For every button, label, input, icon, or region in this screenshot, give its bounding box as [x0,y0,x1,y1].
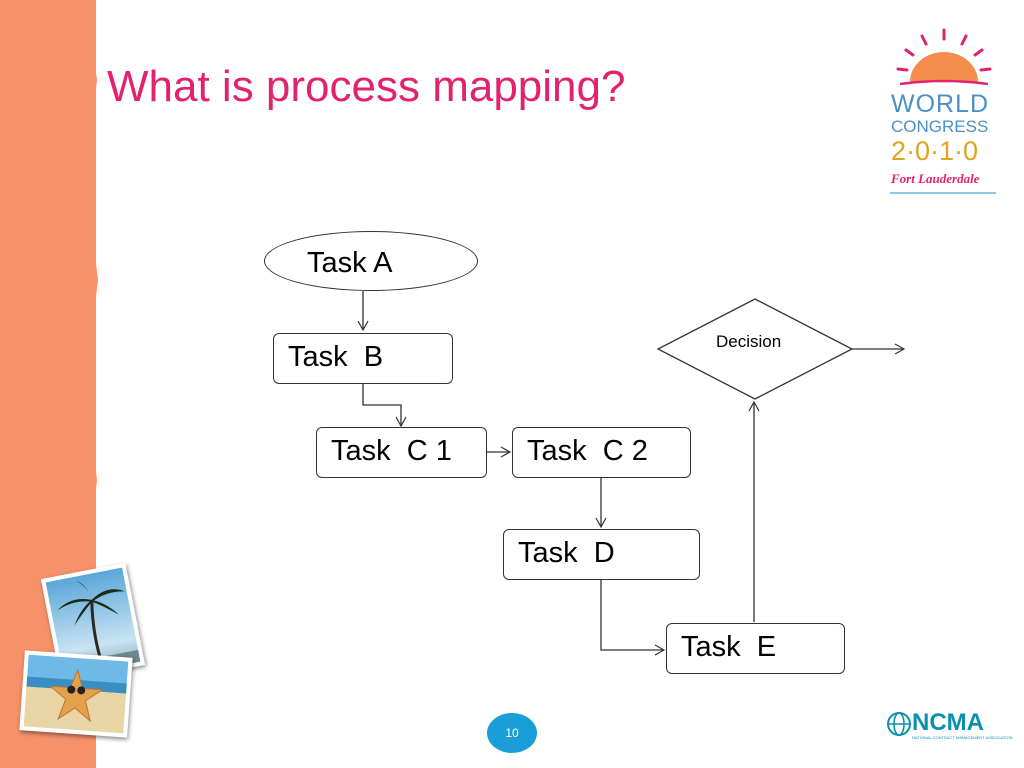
sun-logo-icon [896,28,992,86]
ncma-tagline: NATIONAL CONTRACT MANAGEMENT ASSOCIATION [912,735,1013,740]
globe-icon [887,712,911,736]
arrow-b-to-c1 [362,384,407,428]
task-a-label: Task A [307,247,393,279]
logo-congress: CONGRESS [891,117,989,136]
logo-underline [890,192,996,194]
logo-world: WORLD [891,90,990,118]
decision-label: Decision [716,332,782,351]
logo-year: 2·0·1·0 [891,136,979,166]
task-e-node: Task E [666,623,845,674]
task-d-node: Task D [503,529,700,580]
page-number-badge: 10 [487,713,537,753]
task-c2-node: Task C 2 [512,427,691,478]
decision-diamond [656,298,854,400]
slide-title: What is process mapping? [107,62,626,111]
starfish-photo [19,650,133,738]
task-c1-node: Task C 1 [316,427,487,478]
ncma-logo-text: NCMA [912,709,984,736]
logo-city: Fort Lauderdale [891,171,980,186]
arrow-d-to-e [600,580,666,656]
task-a-node: Task A [264,231,478,291]
task-b-node: Task B [273,333,453,384]
